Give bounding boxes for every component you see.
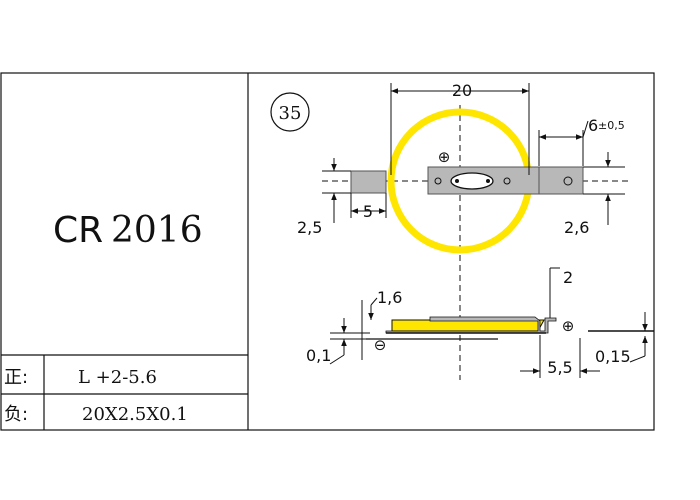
- spec-label-positive: 正:: [4, 367, 28, 388]
- dim-pos-tab-height: 2,6: [564, 218, 589, 237]
- dim-cell-thickness: 1,6: [377, 288, 402, 307]
- battery-cell-side: [391, 319, 545, 332]
- figure-number: 35: [279, 103, 302, 124]
- side-view-dimensions: [329, 267, 648, 378]
- dim-tab-width-tolerance: ±0,5: [598, 119, 625, 132]
- dim-tab-width: 6: [588, 116, 598, 135]
- dim-neg-tab-height: 2,5: [297, 218, 322, 237]
- side-view: ⊕ ⊖: [366, 316, 654, 354]
- top-view: ⊕: [322, 105, 632, 380]
- spec-label-negative: 负:: [4, 404, 28, 425]
- dim-tab-thickness-right: 0,15: [595, 347, 631, 366]
- figure-number-circle: [270, 92, 310, 132]
- dim-tab-thickness-left: 0,1: [306, 346, 331, 365]
- hole-icon: [434, 177, 442, 185]
- dim-neg-tab-length: 5: [363, 202, 373, 221]
- hole-icon: [503, 177, 511, 185]
- part-prefix: CR: [53, 210, 103, 251]
- spec-value-negative: 20X2.5X0.1: [82, 404, 188, 425]
- positive-symbol-top: ⊕: [438, 148, 451, 166]
- negative-tab-top: [350, 170, 387, 194]
- hole-icon: [563, 176, 573, 186]
- dim-tab-lead: 5,5: [547, 358, 572, 377]
- positive-tab-side: [385, 316, 557, 334]
- spec-value-positive: L +2-5.6: [78, 367, 157, 388]
- dim-diameter: 20: [452, 81, 472, 100]
- weld-slot: [450, 172, 494, 190]
- frame: [0, 72, 655, 431]
- dim-offset-height: 2: [563, 268, 573, 287]
- negative-symbol-side: ⊖: [374, 336, 387, 354]
- positive-symbol-side: ⊕: [562, 317, 575, 335]
- part-number: 2016: [111, 210, 203, 251]
- top-view-dimensions: [322, 83, 625, 225]
